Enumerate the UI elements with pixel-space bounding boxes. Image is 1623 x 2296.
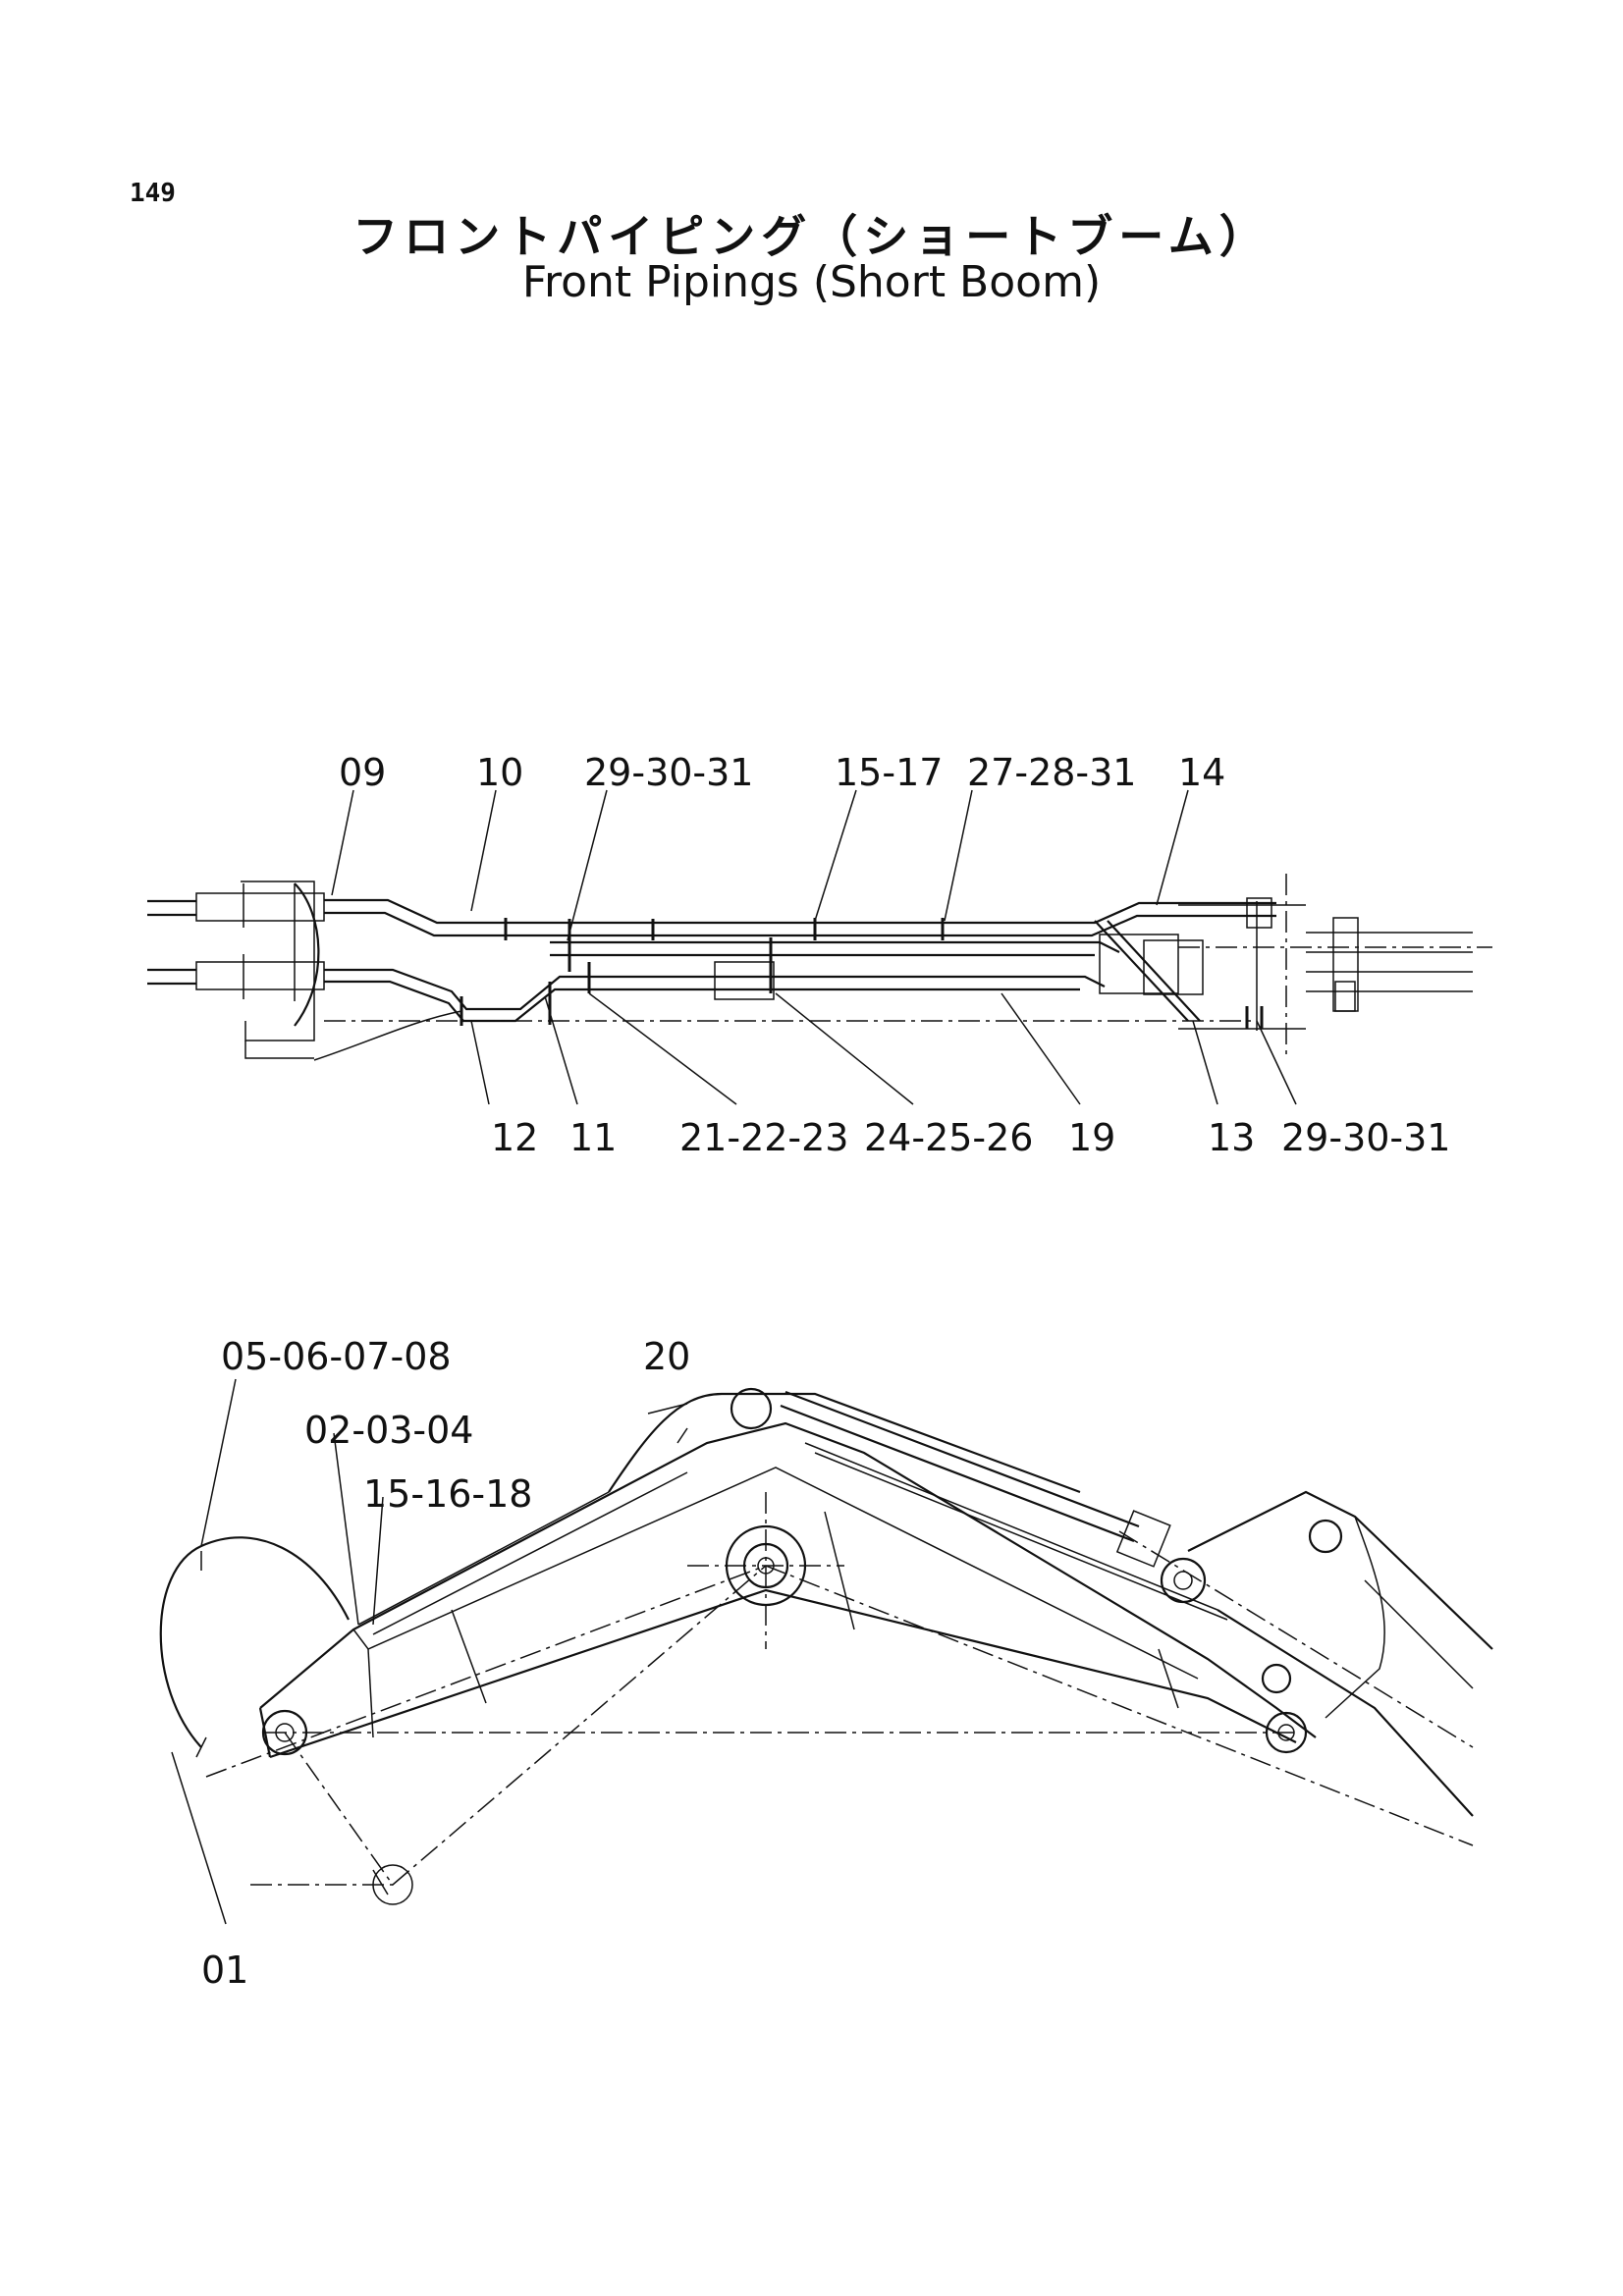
callout-label: 27-28-31 bbox=[967, 751, 1136, 794]
callout-label: 01 bbox=[201, 1949, 248, 1992]
callout-label: 12 bbox=[491, 1116, 538, 1159]
side-view-drawing bbox=[159, 1378, 1493, 1925]
callout-label: 02-03-04 bbox=[304, 1409, 473, 1452]
callout-label: 11 bbox=[569, 1116, 617, 1159]
callout-label: 13 bbox=[1208, 1116, 1255, 1159]
top-view-drawing bbox=[147, 789, 1492, 1105]
callout-label: 15-16-18 bbox=[363, 1472, 532, 1516]
callout-label: 05-06-07-08 bbox=[221, 1335, 452, 1378]
callout-label: 10 bbox=[476, 751, 523, 794]
callout-label: 29-30-31 bbox=[1281, 1116, 1450, 1159]
callout-label: 15-17 bbox=[835, 751, 943, 794]
callout-label: 14 bbox=[1178, 751, 1225, 794]
callout-label: 19 bbox=[1068, 1116, 1115, 1159]
callout-label: 24-25-26 bbox=[864, 1116, 1033, 1159]
callout-label: 21-22-23 bbox=[679, 1116, 848, 1159]
page-number: 149 bbox=[130, 179, 176, 208]
callout-label: 29-30-31 bbox=[584, 751, 753, 794]
page-title-english: Front Pipings (Short Boom) bbox=[521, 257, 1102, 307]
callout-label: 09 bbox=[339, 751, 386, 794]
callout-label: 20 bbox=[643, 1335, 690, 1378]
page-title-japanese: フロントパイピング（ショートブーム） bbox=[352, 210, 1271, 263]
